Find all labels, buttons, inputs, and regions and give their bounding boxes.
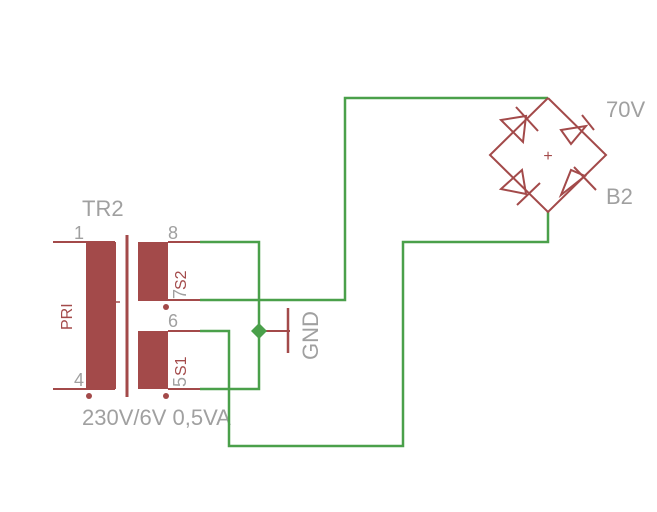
primary-label: PRI bbox=[59, 303, 76, 330]
diode-top-left-bar bbox=[515, 106, 539, 132]
diode-bottom-left bbox=[498, 168, 528, 196]
ground-label: GND bbox=[298, 311, 323, 360]
secondary1-label: S1 bbox=[173, 356, 190, 376]
bridge-outline bbox=[488, 97, 608, 214]
pin-label-7: 7 bbox=[170, 289, 190, 299]
pin-label-1: 1 bbox=[74, 223, 84, 243]
polarity-dot-s2 bbox=[163, 304, 169, 310]
diode-bottom-right-bar bbox=[573, 166, 597, 191]
pin-label-5: 5 bbox=[170, 377, 190, 387]
pin-label-4: 4 bbox=[74, 370, 84, 390]
diode-top-right-bar bbox=[581, 114, 595, 131]
diode-bottom-right bbox=[558, 168, 587, 199]
rectifier-value: 70V bbox=[606, 97, 645, 122]
primary-winding bbox=[86, 242, 116, 389]
transformer-value: 230V/6V 0,5VA bbox=[82, 405, 231, 430]
transformer-name: TR2 bbox=[82, 196, 124, 221]
transformer-tr2[interactable] bbox=[53, 235, 200, 399]
diode-bottom-left-bar bbox=[516, 182, 541, 206]
polarity-dot-s1 bbox=[163, 393, 169, 399]
bridge-plus-marker: + bbox=[543, 148, 552, 165]
wire-pin6-to-bridge-bottom[interactable] bbox=[200, 212, 550, 448]
diode-top-right bbox=[559, 124, 589, 146]
wires bbox=[200, 96, 550, 448]
secondary-winding-s1 bbox=[138, 331, 168, 389]
wire-pin7-to-bridge-top[interactable] bbox=[200, 96, 548, 302]
diode-top-left bbox=[498, 114, 528, 145]
junction-dot bbox=[251, 323, 267, 339]
secondary-winding-s2 bbox=[138, 242, 168, 301]
polarity-dot-primary bbox=[86, 393, 92, 399]
ground-symbol[interactable] bbox=[251, 308, 290, 353]
bridge-rectifier-b2[interactable] bbox=[488, 97, 608, 214]
pin-label-6: 6 bbox=[168, 311, 178, 331]
pin-label-8: 8 bbox=[168, 223, 178, 243]
rectifier-name: B2 bbox=[606, 184, 633, 209]
secondary2-label: S2 bbox=[173, 270, 190, 290]
